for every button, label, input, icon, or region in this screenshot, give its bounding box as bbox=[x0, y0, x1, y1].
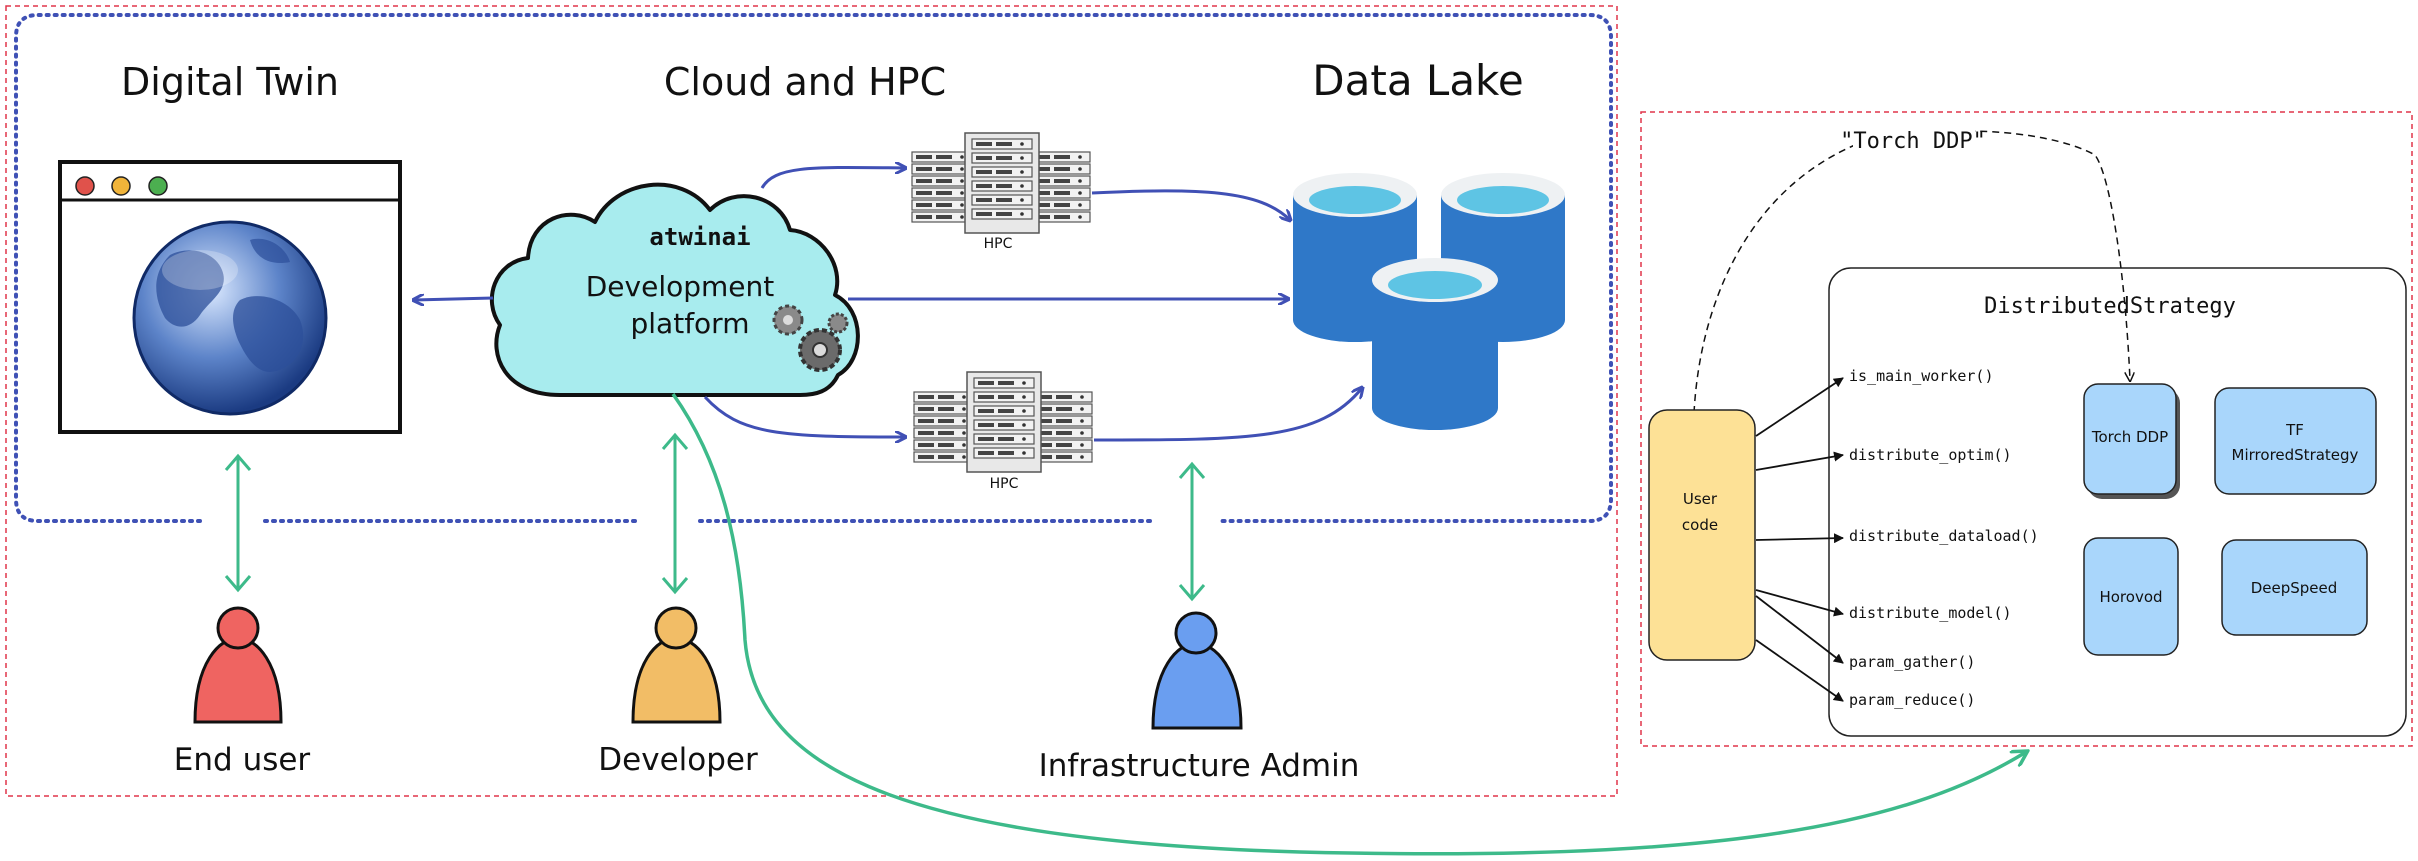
cloud-line-1: Development bbox=[586, 270, 775, 303]
gears-icon bbox=[772, 304, 849, 372]
method-param-gather: param_gather() bbox=[1849, 653, 1975, 671]
torch-ddp-dashed-arrow bbox=[1693, 130, 2130, 414]
window-minimize-dot bbox=[111, 176, 131, 196]
hpc-server-bottom-icon bbox=[913, 371, 1093, 473]
window-close-dot bbox=[75, 176, 95, 196]
left-panel-frame bbox=[5, 5, 1618, 797]
user-code-line-2: code bbox=[1682, 516, 1718, 534]
data-lake-database-icon bbox=[1293, 173, 1565, 430]
browser-window bbox=[58, 160, 402, 434]
user-code-box bbox=[1648, 409, 1756, 661]
arrow-cloud-to-digital-twin bbox=[414, 298, 494, 300]
backend-deepspeed-label: DeepSpeed bbox=[2251, 579, 2338, 597]
development-platform-cloud bbox=[489, 182, 860, 397]
torch-label-bg bbox=[1853, 125, 1975, 153]
cloud-title: atwinai bbox=[649, 223, 750, 251]
hpc-top-label: HPC bbox=[984, 236, 1013, 252]
arrow-hpc-top-to-data-lake bbox=[1091, 189, 1290, 220]
section-title-cloud-hpc: Cloud and HPC bbox=[664, 60, 946, 104]
distributed-strategy-title: DistributedStrategy bbox=[1984, 294, 2236, 319]
section-title-digital-twin: Digital Twin bbox=[121, 60, 339, 104]
cloud-hpc-dotted-region bbox=[14, 13, 1613, 523]
backend-deepspeed bbox=[2221, 539, 2368, 636]
method-arrows bbox=[1755, 377, 1844, 702]
backend-torch-ddp bbox=[2083, 383, 2177, 495]
actor-label-infra-admin: Infrastructure Admin bbox=[1039, 748, 1360, 784]
method-distribute-dataload: distribute_dataload() bbox=[1849, 527, 2039, 545]
actor-label-end-user: End user bbox=[174, 742, 311, 778]
method-distribute-optim: distribute_optim() bbox=[1849, 446, 2012, 464]
user-code-line-1: User bbox=[1683, 490, 1718, 508]
arrow-cloud-to-hpc-bottom bbox=[703, 395, 905, 437]
arrow-hpc-bottom-to-data-lake bbox=[1093, 388, 1362, 442]
arrow-infra-admin-double bbox=[1178, 461, 1206, 602]
globe-icon bbox=[132, 220, 328, 416]
developer-person-icon bbox=[631, 606, 722, 724]
backend-horovod-label: Horovod bbox=[2099, 588, 2162, 606]
backend-tf-line-2: MirroredStrategy bbox=[2232, 446, 2359, 464]
torch-ddp-label: "Torch DDP" bbox=[1840, 129, 1986, 154]
method-distribute-model: distribute_model() bbox=[1849, 604, 2012, 622]
arrow-end-user-double bbox=[224, 453, 252, 593]
window-maximize-dot bbox=[148, 176, 168, 196]
arrow-cloud-to-hpc-top bbox=[760, 167, 905, 189]
arrow-platform-to-distributed-strategy bbox=[671, 392, 2026, 856]
hpc-server-top-icon bbox=[911, 132, 1091, 234]
backend-torch-ddp-label: Torch DDP bbox=[2091, 428, 2168, 446]
cloud-line-2: platform bbox=[631, 307, 750, 340]
backend-tf-mirrored bbox=[2214, 387, 2377, 495]
method-param-reduce: param_reduce() bbox=[1849, 691, 1975, 709]
backend-horovod bbox=[2083, 537, 2179, 656]
end-user-person-icon bbox=[193, 606, 283, 724]
infra-admin-person-icon bbox=[1151, 611, 1243, 730]
backend-tf-line-1: TF bbox=[2285, 421, 2304, 439]
section-title-data-lake: Data Lake bbox=[1312, 56, 1523, 105]
right-panel-frame bbox=[1640, 111, 2413, 747]
method-is-main-worker: is_main_worker() bbox=[1849, 367, 1994, 385]
hpc-bottom-label: HPC bbox=[990, 476, 1019, 492]
actor-label-developer: Developer bbox=[598, 742, 758, 778]
arrow-developer-double bbox=[661, 432, 689, 595]
